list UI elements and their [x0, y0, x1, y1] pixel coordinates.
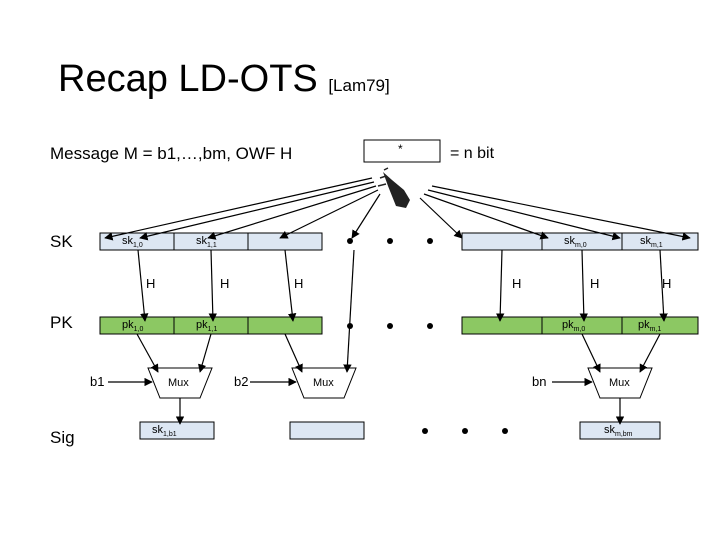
sig-m-sub: m,bm: [615, 431, 633, 439]
hash-label: H: [220, 276, 230, 291]
n-bit-label: = n bit: [450, 145, 495, 162]
pk-row: [99, 316, 699, 335]
mux-label: Mux: [313, 377, 334, 389]
pk-m-1-sub: m,1: [649, 326, 662, 334]
pk-m-0-label: pkm,0: [562, 319, 585, 333]
pk-m-1-label: pkm,1: [638, 319, 661, 333]
sig-ellipsis-dot: [462, 428, 468, 434]
sk-m-1-label: skm,1: [640, 235, 663, 249]
mux-1: [147, 367, 213, 399]
sk-m-1-base: sk: [640, 235, 651, 247]
mux-label: Mux: [168, 377, 189, 389]
sk-ellipsis-dot: [347, 238, 353, 244]
sig-1-base: sk: [152, 424, 163, 436]
pk-1-1-sub: 1,1: [207, 326, 218, 334]
pk-ellipsis-dot: [387, 323, 393, 329]
hash-label: H: [146, 276, 156, 291]
hash-label: H: [512, 276, 522, 291]
sk-cell-m-a: [461, 232, 543, 251]
sk-ellipsis-dot: [387, 238, 393, 244]
sk-1-0-base: sk: [122, 235, 133, 247]
sk-row: [99, 232, 699, 251]
pk-1-0-sub: 1,0: [133, 326, 144, 334]
pk-cell-m-a: [461, 316, 543, 335]
title-text: Recap LD-OTS: [58, 58, 318, 100]
sig-m-label: skm,bm: [604, 424, 633, 438]
title-citation: [Lam79]: [328, 76, 390, 95]
pk-1-1-base: pk: [196, 319, 208, 331]
bit-label-b1: b1: [90, 374, 105, 389]
sk-1-0-sub: 1,0: [133, 242, 143, 250]
distribution-arrows: [104, 177, 691, 241]
row-label-pk: PK: [50, 313, 73, 332]
sig-cell-2: [289, 421, 365, 440]
sk-1-1-base: sk: [196, 235, 207, 247]
message-text: M = b1,…,bm, OWF H: [123, 144, 293, 163]
sig-1-label: sk1,b1: [152, 424, 177, 438]
sk-1-1-label: sk1,1: [196, 235, 217, 249]
sig-ellipsis-dot: [422, 428, 428, 434]
hash-label: H: [662, 276, 672, 291]
sk-1-1-sub: 1,1: [207, 242, 217, 250]
pk-m-1-base: pk: [638, 319, 650, 331]
sk-1-0-label: sk1,0: [122, 235, 143, 249]
pk-ellipsis-dot: [427, 323, 433, 329]
slide-title: Recap LD-OTS [Lam79]: [58, 58, 390, 101]
hash-label: H: [294, 276, 304, 291]
row-label-sk: SK: [50, 232, 73, 251]
sk-m-1-sub: m,1: [651, 242, 663, 250]
mux-m: [587, 367, 653, 399]
hash-arrows: [137, 249, 668, 322]
pk-m-0-sub: m,0: [573, 326, 586, 334]
hash-label: H: [590, 276, 600, 291]
mux-input-arrows: [136, 249, 661, 373]
message-label: Message: [50, 144, 119, 163]
message-line: Message M = b1,…,bm, OWF H: [50, 144, 292, 164]
sig-row: [139, 421, 661, 440]
pk-1-0-base: pk: [122, 319, 134, 331]
sig-ellipsis-dot: [502, 428, 508, 434]
pk-cell-1-2: [247, 316, 323, 335]
pk-m-0-base: pk: [562, 319, 574, 331]
bit-label-bn: bn: [532, 374, 547, 389]
row-label-sig: Sig: [50, 428, 75, 447]
mux-2: [291, 367, 357, 399]
pk-1-1-label: pk1,1: [196, 319, 217, 333]
sig-1-sub: 1,b1: [163, 431, 177, 439]
hand-icon: [377, 167, 410, 208]
sk-m-0-sub: m,0: [575, 242, 587, 250]
sig-m-base: sk: [604, 424, 615, 436]
mux-label: Mux: [609, 377, 630, 389]
mux-output-arrows: [175, 398, 625, 425]
pk-1-0-label: pk1,0: [122, 319, 143, 333]
message-box: [363, 139, 441, 163]
sk-m-0-label: skm,0: [564, 235, 587, 249]
message-box-symbol: *: [398, 142, 403, 156]
sk-ellipsis-dot: [427, 238, 433, 244]
bit-label-b2: b2: [234, 374, 249, 389]
sk-m-0-base: sk: [564, 235, 575, 247]
